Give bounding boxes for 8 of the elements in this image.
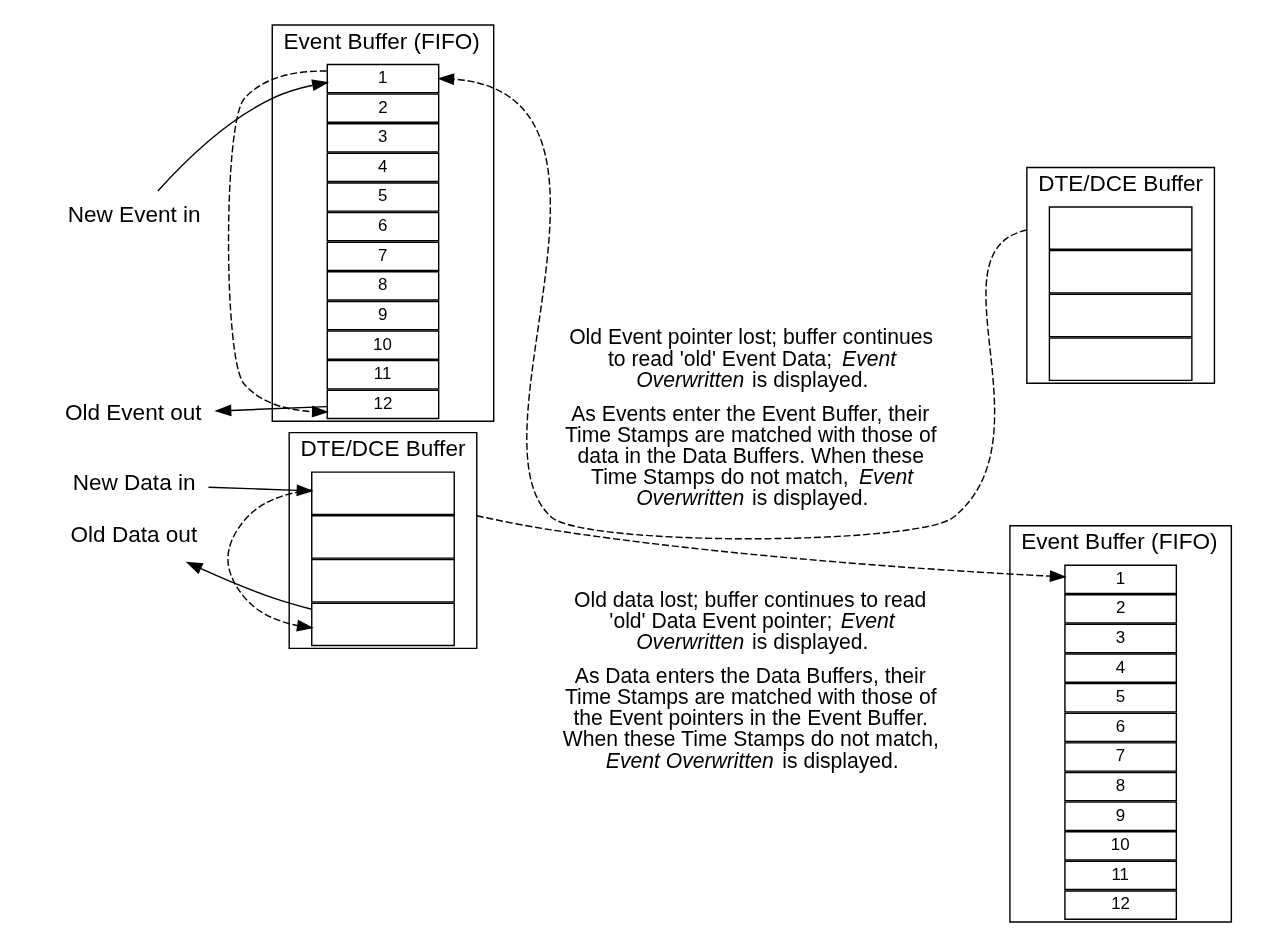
label: Old data lost; buffer continues to read 'old' Data Event pointer; Event Overwritten is displayed.	[573, 587, 926, 654]
node-text: Old Event out	[64, 399, 202, 425]
node-text: Old Data out	[70, 522, 197, 548]
label: Old Event pointer lost; buffer continues to read 'old' Event Data; Event Overwritten is displayed.	[568, 325, 933, 391]
node-text: New Event in	[67, 202, 201, 228]
label: As Events enter the Event Buffer, their Time Stamps are matched with those of data in the Data Buffers. When these Time Stamps do not match, Event Overwritten is displayed.	[564, 401, 937, 510]
node-text: New Data in	[72, 470, 195, 496]
label: As Data enters the Data Buffers, their Time Stamps are matched with those of the Event pointers in the Event Buffer. When these Time Stamps do not match, Event Overwritten is displayed.	[562, 663, 939, 772]
